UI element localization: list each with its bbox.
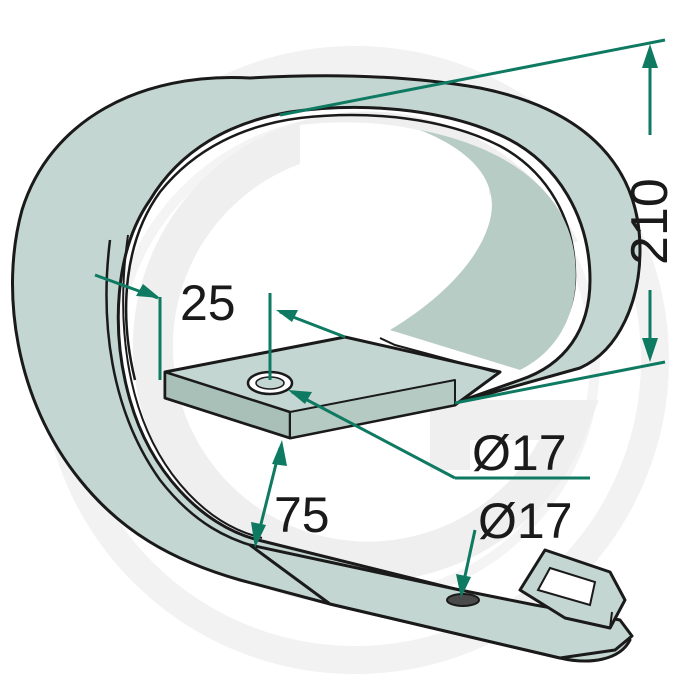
bottom-tine <box>248 543 634 660</box>
hole-bottom-label: Ø17 <box>478 493 573 549</box>
dimension-band-width: 25 <box>94 273 236 380</box>
dimension-hole-top: Ø17 <box>288 390 590 481</box>
dimension-spacing: 75 <box>251 440 330 548</box>
dimension-hole-bottom: Ø17 <box>456 493 573 598</box>
spacing-label: 75 <box>274 487 330 543</box>
top-hole-center-leader <box>268 293 346 380</box>
bottom-hole <box>446 593 480 607</box>
spring-outer-face <box>11 74 642 663</box>
spring-interior-back <box>300 122 489 340</box>
hole-top-label: Ø17 <box>472 425 567 481</box>
spring-band-strip-inner <box>122 234 263 539</box>
spring-body <box>11 74 642 663</box>
spring-interior-shade <box>390 130 576 370</box>
band-width-label: 25 <box>180 275 236 331</box>
height-label: 210 <box>621 178 679 265</box>
spring-band-strip <box>105 239 261 550</box>
dimension-height: 210 <box>279 38 679 405</box>
